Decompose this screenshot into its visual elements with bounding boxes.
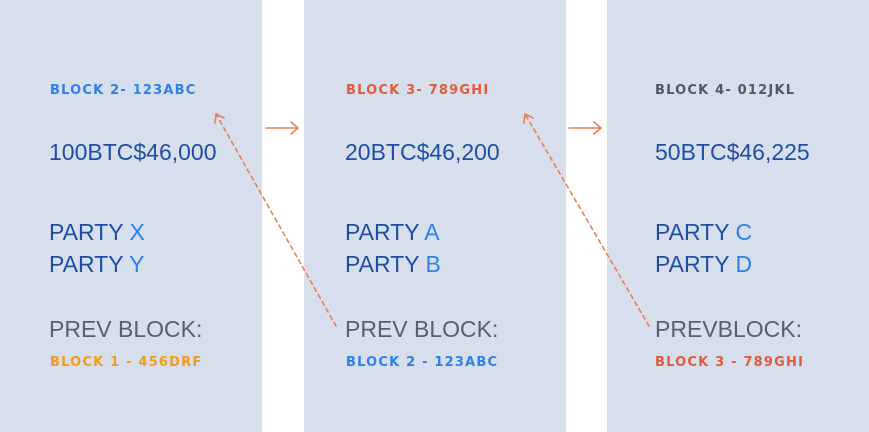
chain-arrow-icon bbox=[265, 121, 299, 135]
party-line: PARTY Y bbox=[49, 248, 144, 280]
party-word: PARTY bbox=[655, 219, 730, 245]
party-line: PARTY D bbox=[655, 248, 752, 280]
chain-arrow-icon bbox=[568, 121, 602, 135]
party-letter: B bbox=[425, 251, 441, 277]
block-header: BLOCK 2- 123ABC bbox=[50, 83, 197, 98]
party-letter: A bbox=[424, 219, 440, 245]
block-amount: 50BTC$46,225 bbox=[655, 139, 810, 165]
party-word: PARTY bbox=[345, 219, 420, 245]
block-amount: 100BTC$46,000 bbox=[49, 139, 217, 165]
block-header: BLOCK 4- 012JKL bbox=[655, 83, 796, 98]
prev-block-value: BLOCK 3 - 789GHI bbox=[655, 355, 805, 370]
party-word: PARTY bbox=[49, 251, 124, 277]
party-line: PARTY B bbox=[345, 248, 441, 280]
prev-block-value: BLOCK 2 - 123ABC bbox=[346, 355, 499, 370]
party-word: PARTY bbox=[655, 251, 730, 277]
prev-block-value: BLOCK 1 - 456DRF bbox=[50, 355, 203, 370]
party-letter: X bbox=[129, 219, 145, 245]
party-word: PARTY bbox=[49, 219, 124, 245]
block-card: BLOCK 4- 012JKL 50BTC$46,225 PARTY C PAR… bbox=[607, 0, 869, 432]
block-card: BLOCK 2- 123ABC 100BTC$46,000 PARTY X PA… bbox=[0, 0, 262, 432]
party-word: PARTY bbox=[345, 251, 420, 277]
prev-block-label: PREV BLOCK: bbox=[49, 316, 203, 342]
party-letter: Y bbox=[129, 251, 145, 277]
party-letter: D bbox=[735, 251, 753, 277]
prev-block-label: PREV BLOCK: bbox=[345, 316, 499, 342]
block-amount: 20BTC$46,200 bbox=[345, 139, 500, 165]
block-card: BLOCK 3- 789GHI 20BTC$46,200 PARTY A PAR… bbox=[304, 0, 566, 432]
prev-block-label: PREVBLOCK: bbox=[655, 316, 802, 342]
party-line: PARTY C bbox=[655, 216, 752, 248]
party-line: PARTY X bbox=[49, 216, 145, 248]
party-letter: C bbox=[735, 219, 753, 245]
block-header: BLOCK 3- 789GHI bbox=[346, 83, 490, 98]
party-line: PARTY A bbox=[345, 216, 440, 248]
